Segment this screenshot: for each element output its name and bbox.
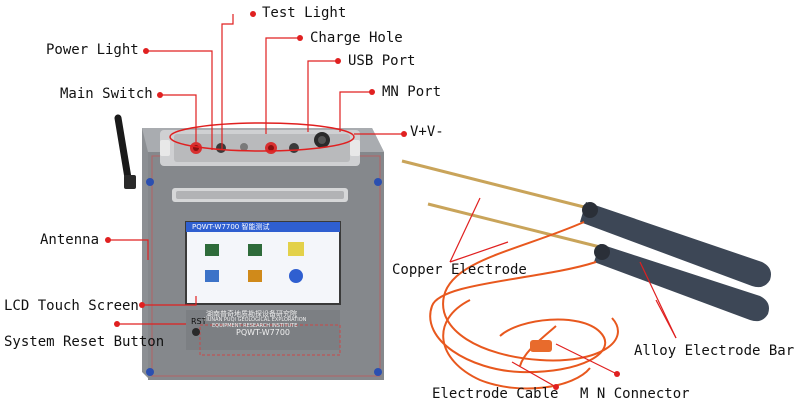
label-system-reset-button: System Reset Button <box>4 334 165 350</box>
label-charge-hole: Charge Hole <box>310 30 403 46</box>
screen-title: PQWT-W7700 智能测试 <box>192 223 270 231</box>
label-usb-port: USB Port <box>348 53 416 69</box>
institute-name-en-2: EQUIPMENT RESEARCH INSTITUTE <box>212 323 298 329</box>
top-connectors <box>190 132 330 154</box>
label-antenna-dot <box>105 237 111 243</box>
label-system-reset-button-dot <box>114 321 120 327</box>
label-mn-connector: M N Connector <box>580 386 690 402</box>
institute-name-en-1: HUNAN PUQI GEOLOGICAL EXPLORATION <box>204 317 307 323</box>
label-electrode-cable: Electrode Cable <box>432 386 559 402</box>
label-usb-port-dot <box>335 58 341 64</box>
mn-connector-shape <box>530 340 552 352</box>
electrode-cable <box>429 221 619 390</box>
label-alloy-electrode-bar: Alloy Electrode Bar <box>634 343 795 359</box>
label-main-switch: Main Switch <box>60 86 153 102</box>
institute-name-cn: 湖南普奇地质勘探设备研究院 <box>206 310 297 318</box>
label-copper-electrode: Copper Electrode <box>392 262 527 278</box>
label-power-light-dot <box>143 48 149 54</box>
label-v-plus-v-minus-dot <box>401 131 407 137</box>
lcd-screen <box>185 221 341 305</box>
device-model: PQWT-W7700 <box>236 328 291 337</box>
label-test-light-dot <box>250 11 256 17</box>
label-mn-port: MN Port <box>382 84 442 100</box>
electrodes <box>401 159 771 322</box>
label-electrode-cable-dot <box>553 384 559 390</box>
label-lcd-touch-screen-dot <box>139 302 145 308</box>
label-main-switch-dot <box>157 92 163 98</box>
label-lcd-touch-screen: LCD Touch Screen <box>4 298 139 314</box>
label-mn-connector-dot <box>614 371 620 377</box>
label-antenna: Antenna <box>40 232 100 248</box>
leader-lines <box>108 14 677 388</box>
label-mn-port-dot <box>369 89 375 95</box>
rst-label: RST <box>191 317 207 326</box>
label-power-light: Power Light <box>46 42 139 58</box>
antenna-shape <box>114 114 136 189</box>
label-v-plus-v-minus: V+V- <box>410 124 444 140</box>
label-charge-hole-dot <box>297 35 303 41</box>
label-test-light: Test Light <box>262 5 347 21</box>
